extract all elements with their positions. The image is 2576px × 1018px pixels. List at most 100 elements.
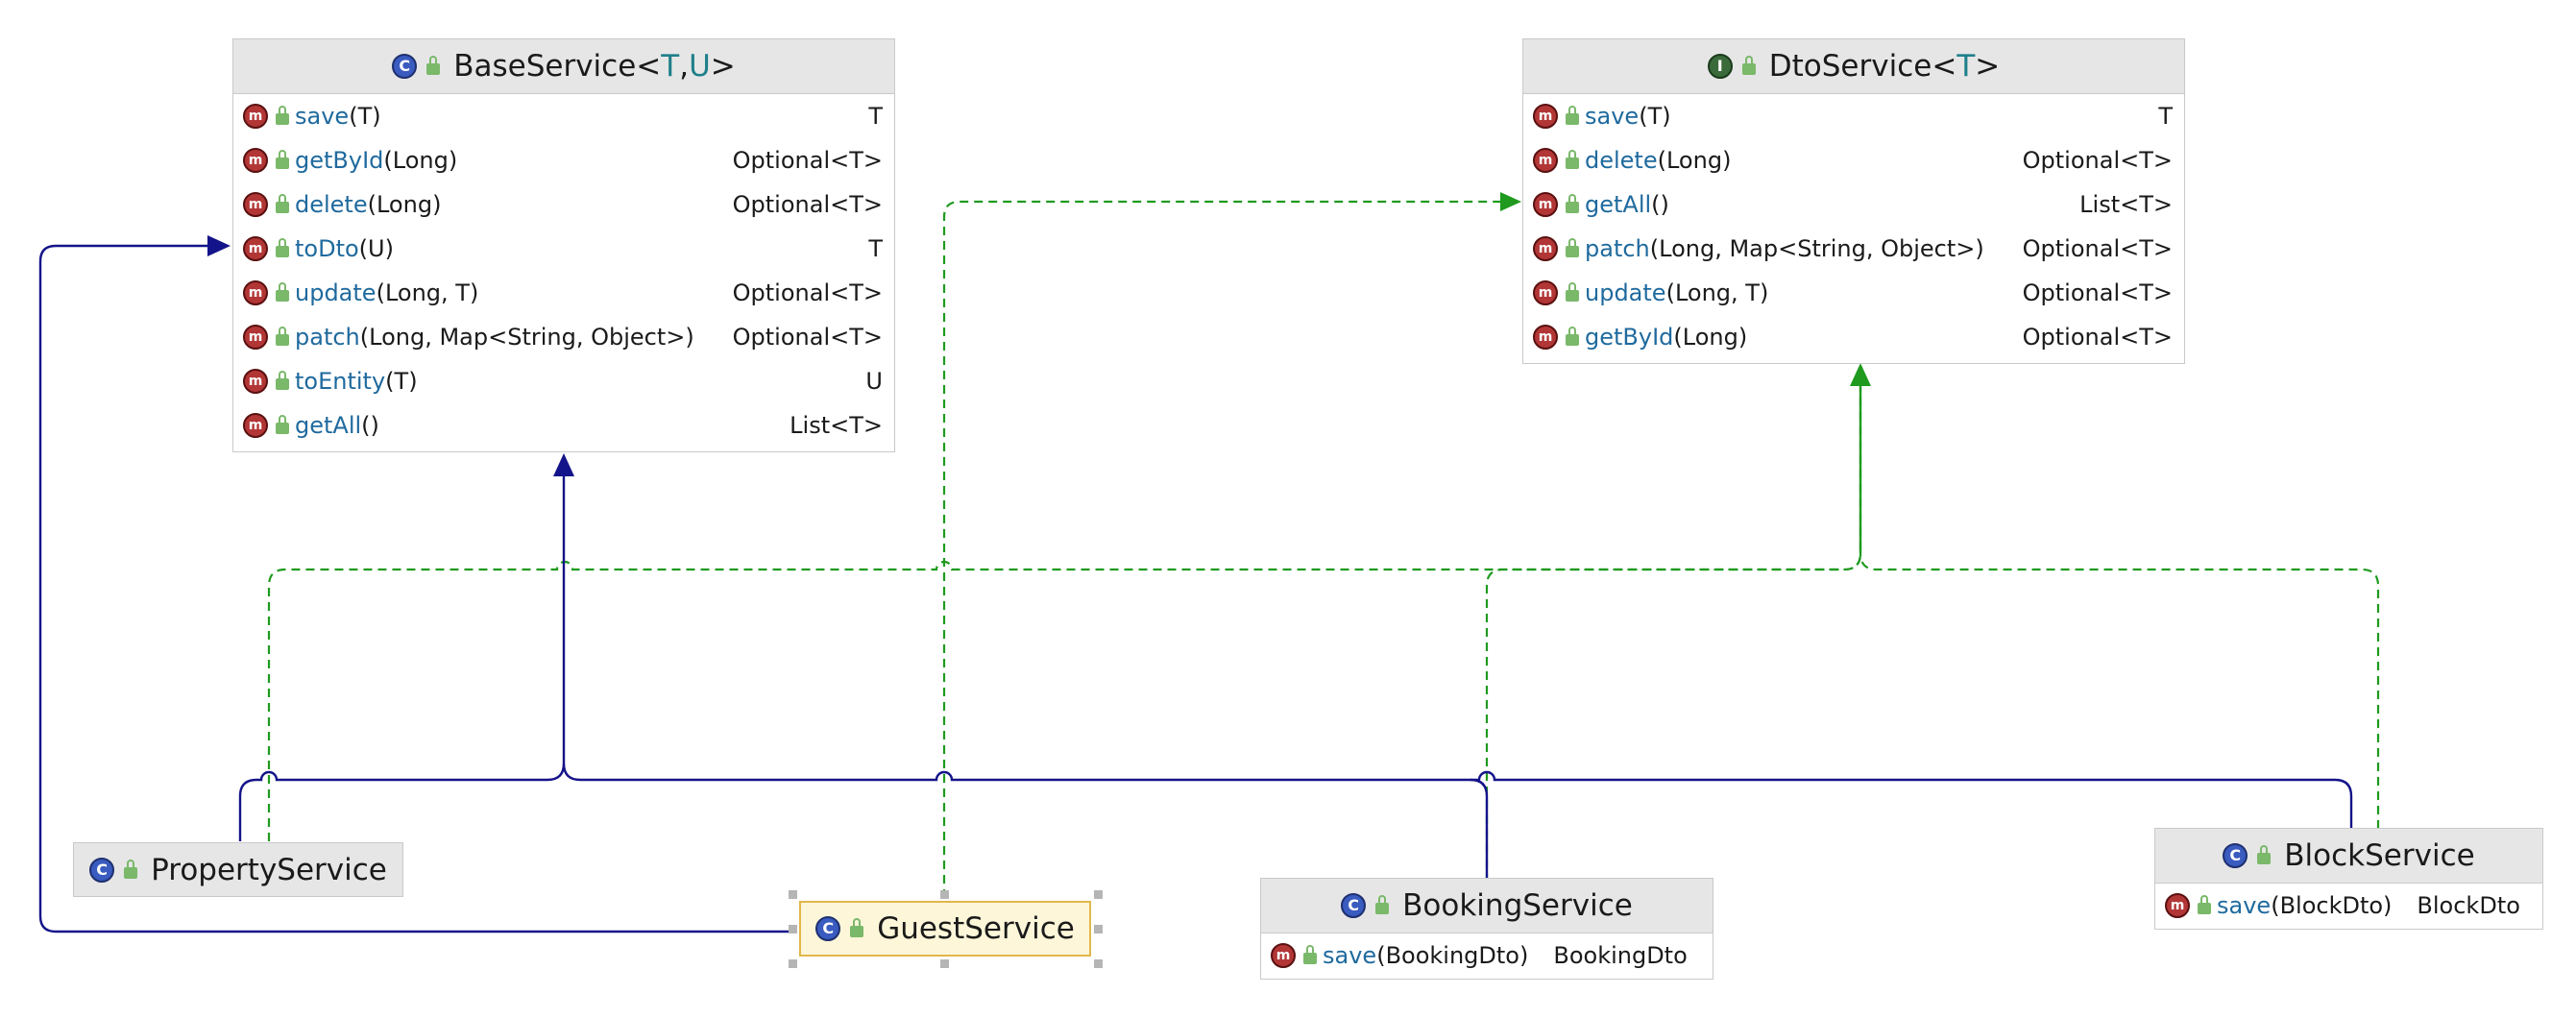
method-close-paren: ) [408,368,418,395]
method-close-paren: ) [2383,892,2393,919]
method-close-paren: ) [1662,103,1671,130]
resize-handle-e[interactable] [1094,925,1103,933]
method-open-paren: ( [1673,324,1683,351]
base-service-header[interactable]: C BaseService<T, U> [233,39,894,94]
method-icon: m [243,192,268,217]
method-params: U [368,235,385,262]
method-open-paren: ( [359,324,370,351]
method-close-paren: ) [1738,324,1748,351]
public-lock-icon [276,371,289,390]
method-name: save [1323,942,1377,969]
method-open-paren: ( [358,235,369,262]
booking-service-header[interactable]: C BookingService [1261,879,1713,933]
method-icon: m [243,148,268,173]
method-name: patch [295,324,360,351]
public-lock-icon [2198,895,2211,914]
type-param: T [1956,49,1976,84]
method-params: T [1647,103,1663,130]
method-open-paren: ( [349,103,358,130]
method-icon: m [2165,893,2190,918]
resize-handle-sw[interactable] [789,959,797,968]
resize-handle-se[interactable] [1094,959,1103,968]
method-params: Long, Map<String, Object> [369,324,686,351]
class-name: PropertyService [151,852,387,887]
method-open-paren: ( [367,191,377,218]
method-return-type: T [868,103,883,130]
method-close-paren: ) [384,235,394,262]
property-service-header[interactable]: C PropertyService [74,843,402,896]
public-lock-icon [276,282,289,302]
method-open-paren: ( [1657,147,1666,174]
method-close-paren: ) [1759,279,1769,306]
method-params: Long [392,147,449,174]
method-params: Long, Map<String, Object> [1659,235,1976,262]
method-params: BookingDto [1385,942,1519,969]
public-lock-icon [276,415,289,434]
method-return-type: U [865,368,883,395]
method-close-paren: ) [1722,147,1732,174]
method-close-paren: ) [448,147,458,174]
guest-service-header[interactable]: C GuestService [801,903,1089,955]
method-name: getAll [1585,191,1652,218]
method-name: getById [295,147,384,174]
method-close-paren: ) [1975,235,1984,262]
public-lock-icon [1741,56,1756,75]
method-icon: m [1533,280,1558,305]
extends-edge-guest [38,244,797,933]
class-icon: C [392,54,418,79]
public-lock-icon [1566,106,1579,125]
method-close-paren: ) [469,279,479,306]
property-service-class[interactable]: C PropertyService [73,842,403,897]
resize-handle-nw[interactable] [789,890,797,899]
implements-arrowhead-dto [1500,192,1521,211]
method-name: save [2217,892,2272,919]
guest-service-class[interactable]: C GuestService [799,901,1091,957]
resize-handle-ne[interactable] [1094,890,1103,899]
method-name: toEntity [295,368,386,395]
method-icon: m [243,236,268,261]
method-close-paren: ) [1519,942,1529,969]
resize-handle-s[interactable] [940,959,949,968]
method-name: update [295,279,377,306]
method-return-type: Optional<T> [732,324,883,351]
dto-service-header[interactable]: I DtoService<T> [1523,39,2184,94]
resize-handle-w[interactable] [789,925,797,933]
method-return-type: Optional<T> [2022,279,2173,306]
method-return-type: BookingDto [1553,942,1688,969]
public-lock-icon [276,194,289,213]
class-icon: C [89,857,115,883]
block-service-header[interactable]: C BlockService [2155,829,2542,884]
method-name: getAll [295,412,362,439]
public-lock-icon [1566,194,1579,213]
method-params: Long, T [384,279,470,306]
method-name: delete [1585,147,1658,174]
public-lock-icon [1566,282,1579,302]
type-param: T [661,49,680,84]
method-name: toDto [295,235,359,262]
resize-handle-n[interactable] [940,890,949,899]
method-params: T [394,368,409,395]
public-lock-icon [124,859,138,879]
method-icon: m [243,280,268,305]
